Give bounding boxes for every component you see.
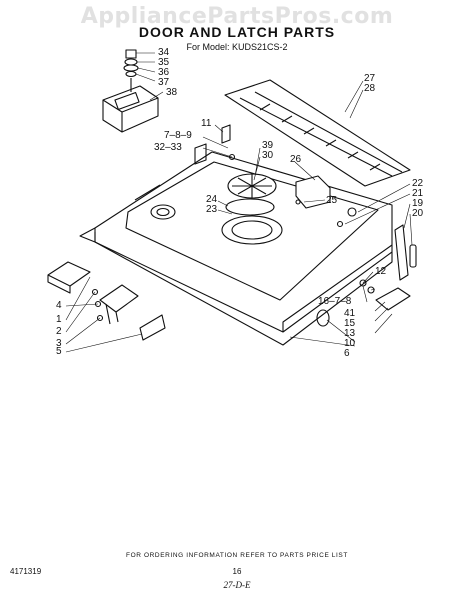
callout-11: 11 xyxy=(201,118,212,129)
callout-22: 22 xyxy=(412,178,424,189)
callout-4: 4 xyxy=(56,300,62,311)
diagram-title: DOOR AND LATCH PARTS xyxy=(138,24,336,40)
page-code: 27-D-E xyxy=(223,580,251,590)
callout-38: 38 xyxy=(166,87,178,98)
callout-12: 12 xyxy=(375,266,387,277)
right-latch-block xyxy=(295,175,331,209)
latch-knob xyxy=(125,49,137,59)
callout-2: 2 xyxy=(56,326,62,337)
door-bottom-lip xyxy=(94,241,393,346)
hinge-bushing xyxy=(316,309,330,327)
door-panel-inner-rim xyxy=(125,161,379,301)
right-bracket xyxy=(375,287,411,311)
right-spring xyxy=(409,244,417,268)
callout-24: 24 xyxy=(206,194,218,205)
callout-3: 3 xyxy=(56,338,62,349)
callout-41: 41 xyxy=(344,308,356,319)
watermark-text: AppliancePartsPros.com xyxy=(80,4,394,29)
dispenser-gasket xyxy=(225,198,275,216)
callout-32-33: 32–33 xyxy=(154,142,182,153)
callout-25: 25 xyxy=(326,195,338,206)
callout-6: 6 xyxy=(344,348,350,359)
publication-number: 4171319 xyxy=(10,567,42,576)
callout-13: 13 xyxy=(344,328,356,339)
callout-19: 19 xyxy=(412,198,424,209)
callout-37: 37 xyxy=(158,77,170,88)
callout-35: 35 xyxy=(158,57,170,68)
rinse-dispenser-hole xyxy=(150,204,176,220)
callout-15: 15 xyxy=(344,318,356,329)
right-hinge-bar xyxy=(394,224,409,281)
callout-5: 5 xyxy=(56,346,62,357)
callout-21: 21 xyxy=(412,188,424,199)
callout-10: 10 xyxy=(344,338,356,349)
callout-30: 30 xyxy=(262,150,274,161)
ordering-info-footer: FOR ORDERING INFORMATION REFER TO PARTS … xyxy=(126,552,348,559)
callout-28: 28 xyxy=(364,83,376,94)
callout-34: 34 xyxy=(158,47,170,58)
model-line: For Model: KUDS21CS-2 xyxy=(186,42,288,52)
detergent-dispenser xyxy=(221,215,283,245)
callout-39: 39 xyxy=(262,140,274,151)
vent-trim xyxy=(224,79,411,187)
callout-36: 36 xyxy=(158,67,170,78)
callout-1: 1 xyxy=(56,314,62,325)
callout-23: 23 xyxy=(206,204,218,215)
callout-7-8-9: 7–8–9 xyxy=(164,130,192,141)
callout-20: 20 xyxy=(412,208,424,219)
left-trim-piece xyxy=(139,314,166,341)
left-hinge-bracket xyxy=(99,284,139,313)
latch-strike xyxy=(221,124,231,144)
page-number: 16 xyxy=(232,567,242,576)
callout-16-7-8: 16–7–8 xyxy=(318,296,352,307)
left-hinge-plate xyxy=(47,261,91,287)
callout-27: 27 xyxy=(364,73,376,84)
callout-26: 26 xyxy=(290,154,302,165)
